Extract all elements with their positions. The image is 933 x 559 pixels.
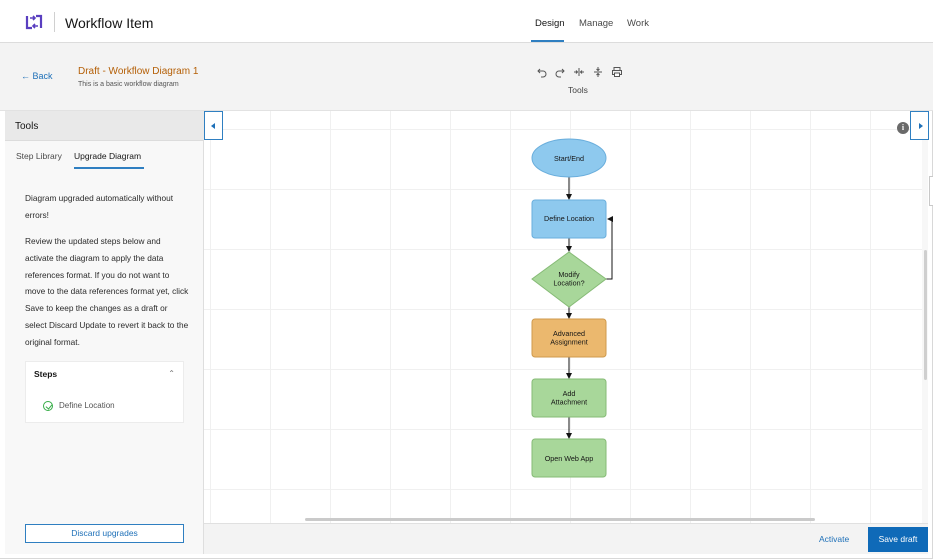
tab-upgrade-diagram[interactable]: Upgrade Diagram: [74, 151, 142, 161]
node-label-line: Start/End: [554, 154, 584, 163]
back-link[interactable]: ← Back: [21, 71, 53, 81]
expand-right-panel-button[interactable]: [910, 111, 929, 140]
tools-panel: Tools Step Library Upgrade Diagram Diagr…: [5, 111, 204, 554]
chevron-up-icon[interactable]: ⌃: [168, 369, 175, 378]
active-panel-tab-indicator: [74, 167, 144, 169]
steps-title: Steps: [34, 369, 58, 379]
active-tab-indicator: [531, 40, 564, 42]
step-item-define-location[interactable]: Define Location: [59, 401, 115, 410]
connector-modify-loop: [606, 216, 613, 280]
node-label-line: Attachment: [551, 398, 587, 407]
info-icon[interactable]: i: [897, 122, 909, 134]
node-label-line: Assignment: [550, 338, 588, 347]
diagram-header: ← Back Draft - Workflow Diagram 1 This i…: [0, 43, 933, 111]
tools-label: Tools: [568, 85, 588, 95]
node-label-line: Open Web App: [545, 454, 594, 463]
collapse-left-panel-button[interactable]: [204, 111, 223, 140]
vertical-scrollbar-thumb[interactable]: [924, 250, 927, 380]
redo-icon[interactable]: [554, 66, 566, 78]
tab-design[interactable]: Design: [535, 18, 565, 29]
vertical-align-icon[interactable]: [592, 66, 604, 78]
check-circle-icon: [43, 401, 53, 411]
node-open-web-app[interactable]: Open Web App: [531, 438, 607, 478]
print-icon[interactable]: [611, 66, 623, 78]
save-draft-button[interactable]: Save draft: [868, 527, 928, 552]
node-define-location[interactable]: Define Location: [531, 199, 607, 239]
workflow-logo-icon: [25, 14, 43, 30]
draft-title: Draft - Workflow Diagram 1: [78, 66, 199, 77]
tab-manage[interactable]: Manage: [579, 18, 614, 29]
node-label-line: Advanced: [553, 329, 585, 338]
node-label-line: Location?: [553, 279, 584, 288]
node-label-line: Add: [563, 389, 576, 398]
app-title: Workflow Item: [65, 15, 154, 31]
footer-bar: Activate Save draft: [204, 523, 928, 554]
node-start-end-label: Start/End: [554, 154, 584, 163]
upgrade-success-message: Diagram upgraded automatically without e…: [25, 193, 174, 220]
discard-upgrades-button[interactable]: Discard upgrades: [25, 524, 184, 543]
undo-icon[interactable]: [536, 66, 548, 78]
header-divider: [54, 12, 55, 32]
node-define-location-label: Define Location: [544, 214, 594, 223]
horizontal-scrollbar[interactable]: [305, 518, 815, 521]
draft-description: This is a basic workflow diagram: [78, 81, 179, 88]
node-label-line: Define Location: [544, 214, 594, 223]
node-start-end[interactable]: Start/End: [531, 138, 607, 178]
horizontal-align-icon[interactable]: [573, 66, 585, 78]
side-panel-handle[interactable]: [929, 176, 933, 206]
node-label-line: Modify: [558, 270, 580, 279]
tools-panel-title: Tools: [15, 121, 39, 132]
activate-button[interactable]: Activate: [819, 534, 850, 544]
upgrade-instructions: Review the updated steps below and activ…: [25, 236, 189, 347]
tab-step-library[interactable]: Step Library: [16, 151, 62, 161]
tools-panel-header: Tools: [5, 111, 204, 141]
top-header: Workflow Item Design Manage Work: [0, 0, 933, 43]
node-open-web-app-label: Open Web App: [545, 454, 594, 463]
tab-work[interactable]: Work: [627, 18, 649, 29]
toolbar: [534, 66, 626, 80]
steps-section: Steps ⌃ Define Location: [25, 361, 184, 423]
